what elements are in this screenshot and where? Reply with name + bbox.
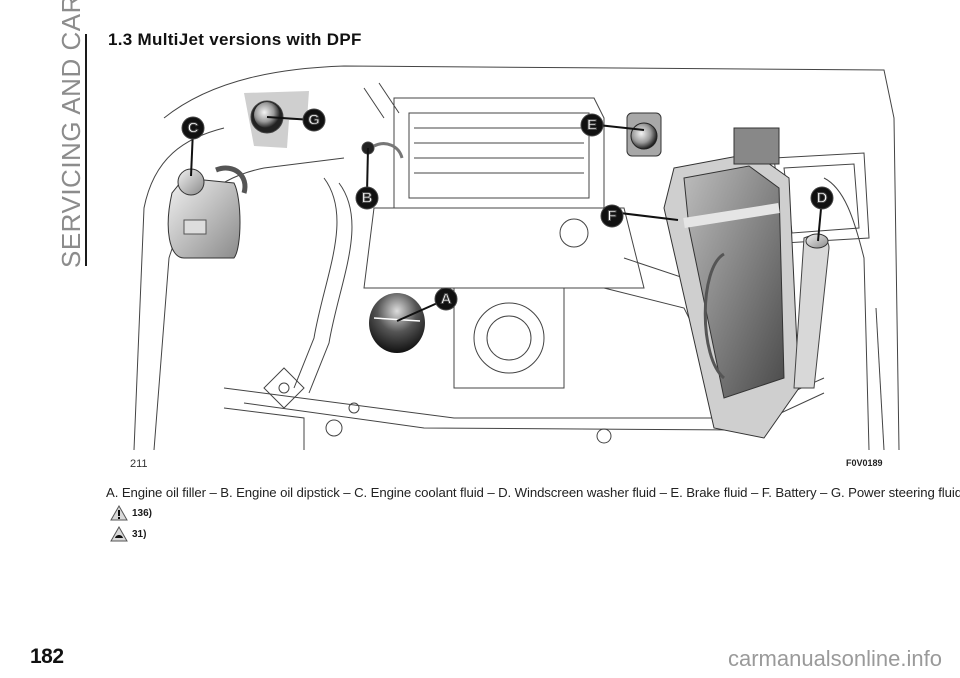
- marker-f: F: [600, 204, 624, 228]
- svg-text:E: E: [587, 117, 597, 134]
- figure-code: F0V0189: [846, 458, 883, 468]
- marker-b: B: [355, 186, 379, 210]
- figure-number: 211: [130, 458, 148, 470]
- warning-note: 136): [110, 505, 152, 521]
- engine-bay-illustration: C G B E F D A: [124, 58, 904, 450]
- warning-triangle-icon: [110, 505, 128, 521]
- svg-text:D: D: [817, 190, 828, 207]
- watermark: carmanualsonline.info: [727, 646, 942, 671]
- marker-g: G: [302, 108, 326, 132]
- marker-a: A: [434, 287, 458, 311]
- svg-text:F: F: [607, 208, 616, 225]
- svg-text:A: A: [441, 291, 452, 308]
- warning-note-ref[interactable]: 136): [132, 507, 153, 519]
- section-title: 1.3 MultiJet versions with DPF: [108, 30, 362, 49]
- svg-text:C: C: [188, 120, 199, 137]
- chapter-title: SERVICING AND CARE: [56, 0, 86, 268]
- marker-e: E: [580, 113, 604, 137]
- figure-caption: A. Engine oil filler – B. Engine oil dip…: [106, 485, 960, 500]
- page-number: 182: [30, 645, 64, 668]
- marker-c: C: [181, 116, 205, 140]
- chapter-divider: [85, 34, 87, 266]
- environment-triangle-icon: [110, 526, 128, 542]
- svg-text:B: B: [362, 190, 373, 207]
- environment-note-ref[interactable]: 31): [132, 528, 147, 540]
- svg-text:G: G: [308, 112, 320, 129]
- chapter-side-tab: SERVICING AND CARE: [54, 0, 88, 268]
- marker-d: D: [810, 186, 834, 210]
- environment-note: 31): [110, 526, 146, 542]
